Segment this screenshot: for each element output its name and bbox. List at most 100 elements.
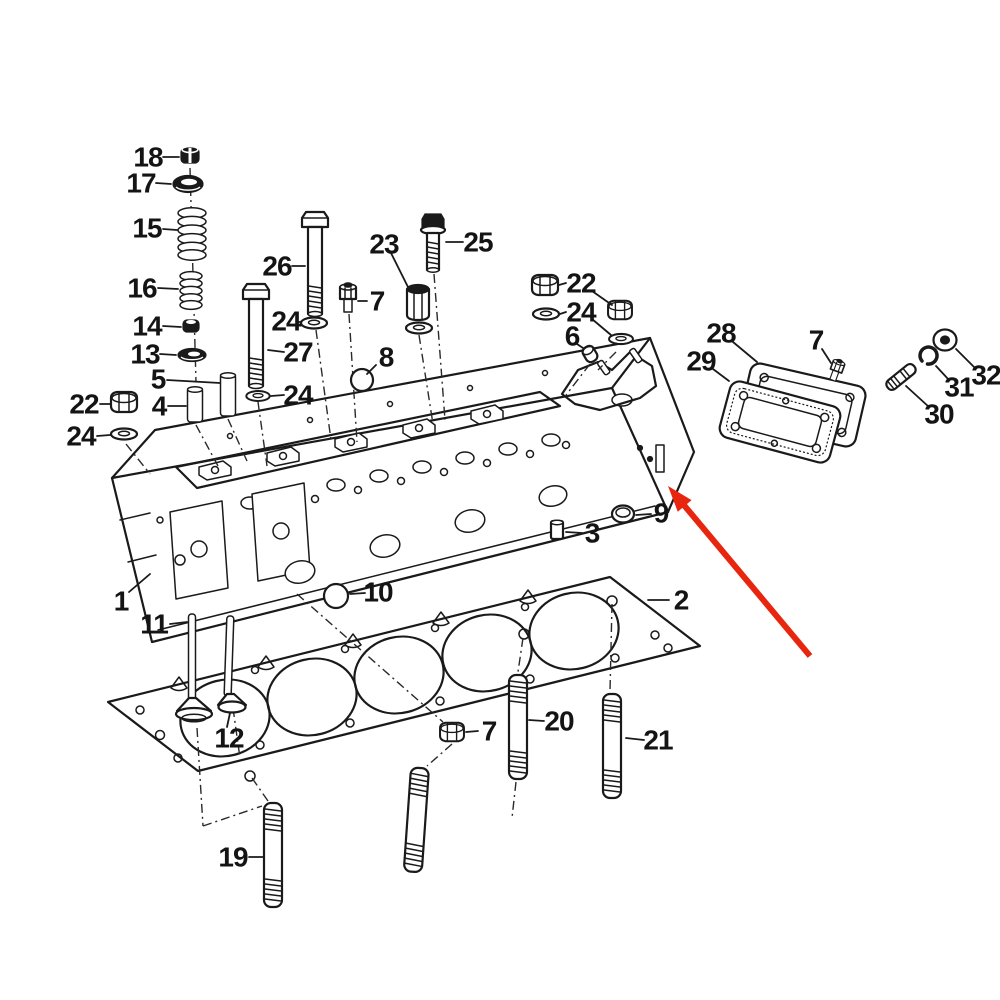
part-lock-washer-31 bbox=[918, 345, 939, 366]
part-washer-24-mid bbox=[299, 316, 329, 330]
callout-leader-line bbox=[166, 379, 221, 384]
part-head-bolt-27 bbox=[243, 284, 269, 389]
callout-label-13: 13 bbox=[130, 339, 160, 370]
part-washer-24-right-a bbox=[531, 307, 561, 321]
callout-leader-line bbox=[270, 394, 285, 397]
callout-label-14: 14 bbox=[132, 311, 163, 342]
callout-leader-line bbox=[349, 592, 366, 595]
callout-label-31: 31 bbox=[944, 372, 974, 403]
part-head-bolt-26 bbox=[302, 212, 328, 317]
callout-label-27: 27 bbox=[283, 337, 313, 368]
part-washer-24-left bbox=[109, 427, 139, 441]
callout-label-16: 16 bbox=[127, 273, 157, 304]
part-nut-22-left bbox=[109, 390, 139, 414]
callout-label-23: 23 bbox=[369, 229, 399, 260]
part-washer-under-23 bbox=[404, 321, 434, 335]
callout-label-11: 11 bbox=[140, 609, 168, 640]
part-valve-intake-11 bbox=[174, 613, 214, 723]
callout-label-28: 28 bbox=[706, 318, 736, 349]
callout-leader-line bbox=[157, 287, 179, 290]
callout-leader-line bbox=[935, 365, 950, 381]
callout-leader-line bbox=[955, 348, 976, 369]
part-cup-plug-9 bbox=[610, 504, 636, 524]
callout-label-20: 20 bbox=[544, 706, 574, 737]
callout-leader-line bbox=[465, 730, 479, 733]
callout-leader-line bbox=[712, 368, 730, 382]
part-stud-lower-center bbox=[404, 767, 429, 872]
callout-label-2: 2 bbox=[674, 585, 689, 616]
callout-leader-line bbox=[576, 343, 584, 349]
part-spring-seat-13 bbox=[177, 347, 207, 363]
part-nut-7-bottom bbox=[439, 721, 465, 743]
red-arrow-layer bbox=[668, 486, 813, 658]
part-head-gasket bbox=[106, 575, 702, 782]
exhaust-port bbox=[284, 559, 316, 585]
callout-label-21: 21 bbox=[643, 725, 673, 756]
right-end-face bbox=[636, 444, 665, 473]
callout-label-24: 24 bbox=[66, 421, 97, 452]
callout-label-17: 17 bbox=[126, 168, 156, 199]
part-stud-19 bbox=[264, 803, 282, 907]
callout-leader-line bbox=[226, 712, 231, 728]
callout-label-24: 24 bbox=[283, 380, 314, 411]
front-face-details bbox=[119, 482, 568, 610]
callout-label-15: 15 bbox=[132, 213, 162, 244]
callout-leader-line bbox=[591, 318, 612, 336]
callout-leader-line bbox=[162, 228, 178, 231]
callout-label-19: 19 bbox=[218, 842, 248, 873]
exhaust-port bbox=[454, 508, 486, 534]
exhaust-port bbox=[369, 533, 401, 559]
callout-label-3: 3 bbox=[585, 518, 600, 549]
callout-leader-line bbox=[390, 252, 410, 290]
part-stud-21 bbox=[603, 694, 621, 798]
exhaust-port bbox=[538, 484, 568, 508]
callout-leader-line bbox=[128, 573, 151, 593]
part-spring-retainer-17 bbox=[172, 174, 204, 194]
callout-leader-line bbox=[625, 737, 645, 741]
callout-label-4: 4 bbox=[152, 391, 168, 422]
part-cylinder-head bbox=[110, 336, 696, 644]
part-cover-gasket-29 bbox=[718, 380, 842, 464]
callout-leader-line bbox=[366, 364, 377, 375]
callout-label-30: 30 bbox=[924, 399, 954, 430]
callout-leader-line bbox=[559, 311, 567, 315]
callout-leader-line bbox=[558, 282, 567, 286]
callout-leader-line bbox=[155, 182, 172, 185]
part-nut-22-right-a bbox=[530, 273, 560, 297]
callout-leader-line bbox=[159, 353, 177, 356]
part-inner-valve-spring-16 bbox=[179, 270, 203, 311]
callout-label-25: 25 bbox=[463, 227, 493, 258]
part-tall-nut-23 bbox=[405, 283, 431, 322]
callout-label-7: 7 bbox=[370, 286, 385, 317]
callout-label-32: 32 bbox=[971, 360, 1000, 391]
callout-leader-line bbox=[732, 341, 758, 363]
deck-recess bbox=[174, 390, 562, 490]
part-screw-7-mid bbox=[338, 281, 358, 314]
callout-label-7: 7 bbox=[809, 325, 824, 356]
part-valve-guide-4 bbox=[186, 385, 204, 423]
callout-label-22: 22 bbox=[69, 389, 99, 420]
part-stud-30 bbox=[885, 362, 917, 392]
callout-label-10: 10 bbox=[363, 577, 393, 608]
callout-label-26: 26 bbox=[262, 251, 292, 282]
callout-label-22: 22 bbox=[566, 268, 596, 299]
callout-label-12: 12 bbox=[214, 723, 244, 754]
callout-label-29: 29 bbox=[686, 346, 716, 377]
callout-leader-line bbox=[169, 621, 188, 625]
callout-leader-line bbox=[635, 513, 652, 516]
callout-leader-line bbox=[821, 348, 832, 364]
part-bolt-25 bbox=[419, 213, 447, 273]
cylinder-bores bbox=[179, 591, 620, 758]
callout-leader-line bbox=[565, 531, 583, 534]
part-valve-exhaust-12 bbox=[216, 615, 248, 714]
part-valve-stem-seal-14 bbox=[182, 319, 200, 333]
callout-leader-line bbox=[528, 719, 545, 722]
core-plug-hole-10 bbox=[322, 582, 350, 610]
part-cup-plug-6 bbox=[581, 344, 599, 364]
callout-leader-line bbox=[591, 290, 613, 306]
assembly-axis-lines bbox=[125, 167, 617, 827]
callout-leader-line bbox=[96, 434, 111, 437]
gasket-holes bbox=[135, 589, 673, 782]
